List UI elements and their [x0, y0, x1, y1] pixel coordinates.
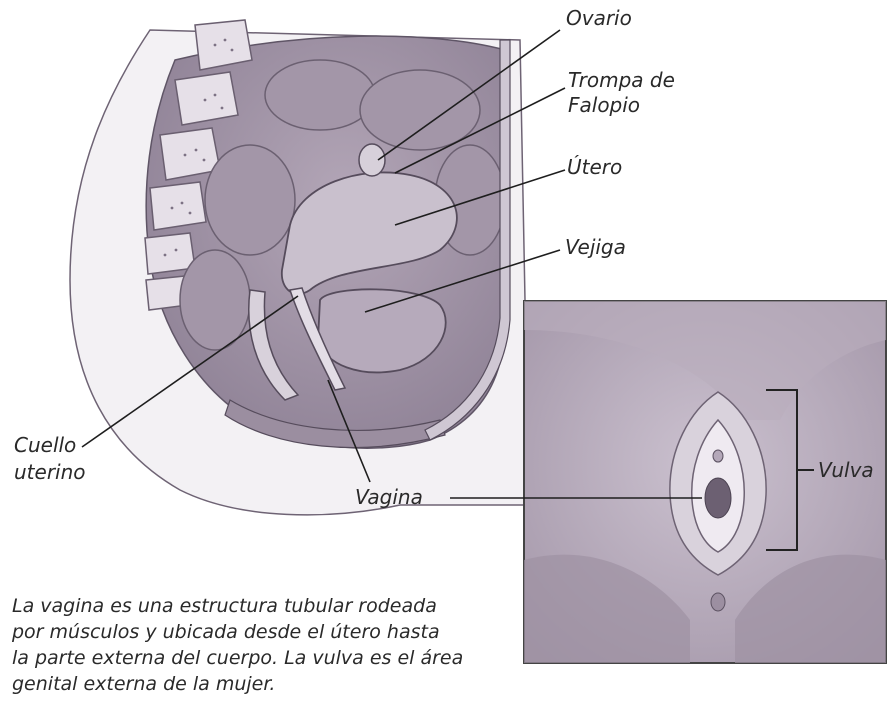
- label-cuello-line2: uterino: [14, 460, 86, 484]
- label-vejiga: Vejiga: [565, 235, 626, 259]
- label-trompa-line2: Falopio: [568, 93, 640, 117]
- caption-line-2: por músculos y ubicada desde el útero ha…: [12, 619, 532, 645]
- label-vagina: Vagina: [355, 485, 423, 509]
- label-utero: Útero: [567, 155, 622, 179]
- label-ovario: Ovario: [566, 6, 632, 30]
- ovary: [359, 144, 385, 176]
- caption-line-4: genital externa de la mujer.: [12, 671, 532, 697]
- label-trompa-line1: Trompa de: [568, 68, 675, 92]
- anus: [711, 593, 725, 611]
- clitoris: [713, 450, 723, 462]
- caption-line-3: la parte externa del cuerpo. La vulva es…: [12, 645, 532, 671]
- sagittal-section: [70, 20, 525, 515]
- label-vulva: Vulva: [818, 458, 874, 482]
- vaginal-opening: [705, 478, 731, 518]
- caption: La vagina es una estructura tubular rode…: [12, 593, 532, 697]
- caption-line-1: La vagina es una estructura tubular rode…: [12, 593, 532, 619]
- label-cuello-line1: Cuello: [14, 433, 76, 457]
- vulva-inset: [524, 301, 886, 663]
